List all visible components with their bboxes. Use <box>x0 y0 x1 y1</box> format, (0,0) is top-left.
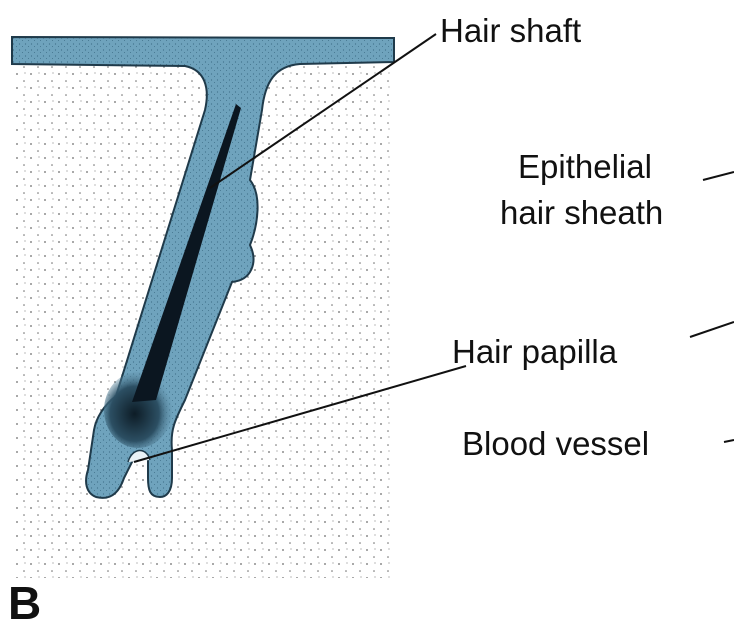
label-blood-vessel: Blood vessel <box>462 427 649 460</box>
leader-blood-vessel <box>724 440 734 442</box>
panel-letter: B <box>8 580 41 626</box>
label-hair-shaft: Hair shaft <box>440 14 581 47</box>
label-epithelial-line2: hair sheath <box>500 196 663 229</box>
label-epithelial-line1: Epithelial <box>518 150 652 183</box>
hair-bulb <box>104 372 172 448</box>
leader-epithelial-sheath <box>703 172 734 180</box>
leader-hair-papilla <box>690 322 734 337</box>
label-hair-papilla: Hair papilla <box>452 335 617 368</box>
